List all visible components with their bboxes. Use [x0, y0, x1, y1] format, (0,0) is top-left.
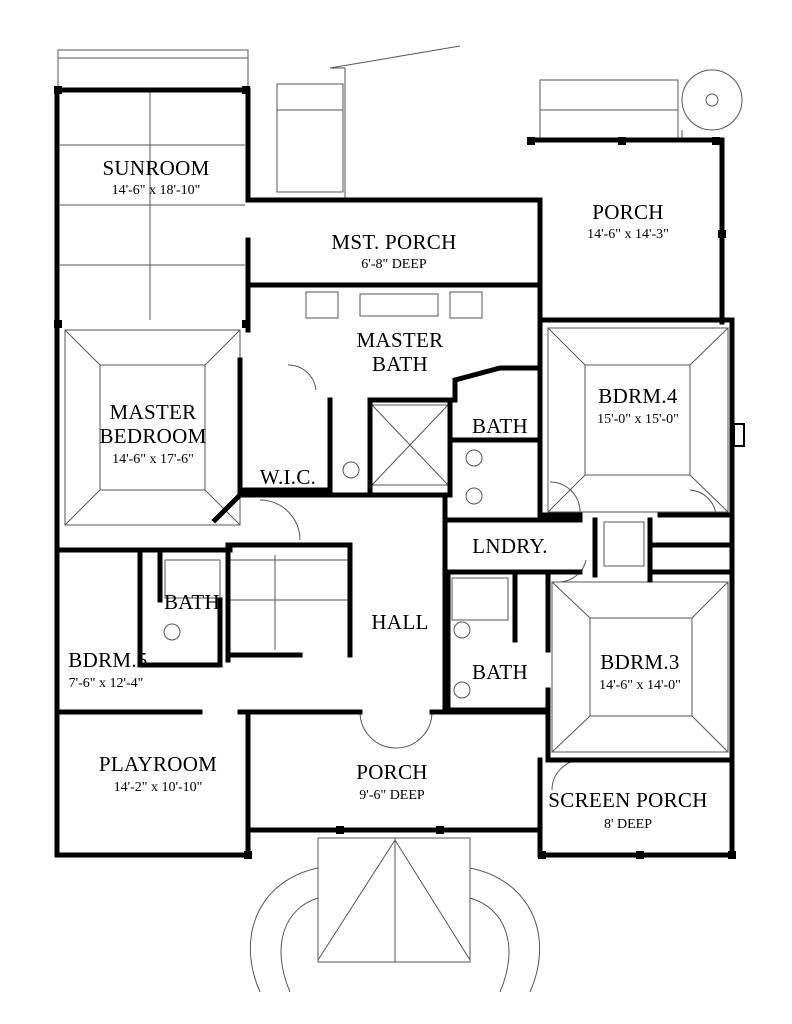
room-name-hall: HALL [371, 610, 429, 634]
posts [54, 86, 745, 859]
room-name-wic: W.I.C. [259, 465, 317, 489]
room-name-porch-top: PORCH [592, 200, 664, 224]
room-name-mst-porch: MST. PORCH [331, 230, 457, 254]
room-dims-bdrm4: 15'-0" x 15'-0" [597, 412, 679, 427]
room-name-master-bedroom-2: BEDROOM [99, 424, 207, 448]
room-name-lndry: LNDRY. [472, 534, 548, 558]
room-name-bath-left: BATH [163, 590, 221, 614]
room-dims-porch-front: 9'-6" DEEP [359, 788, 425, 803]
room-dims-playroom: 14'-2" x 10'-10" [113, 780, 203, 795]
room-name-playroom: PLAYROOM [98, 752, 218, 776]
room-name-bath-lower: BATH [471, 660, 529, 684]
room-dims-screen-porch: 8' DEEP [603, 817, 653, 832]
room-name-master-bedroom-1: MASTER [109, 400, 197, 424]
room-name-master-bath-1: MASTER [356, 328, 444, 352]
room-name-bdrm3: BDRM.3 [600, 650, 680, 674]
room-dims-master-bedroom: 14'-6" x 17'-6" [112, 452, 194, 467]
room-dims-mst-porch: 6'-8" DEEP [361, 257, 427, 272]
room-dims-bdrm3: 14'-6" x 14'-0" [599, 678, 681, 693]
room-dims-sunroom: 14'-6" x 18'-10" [111, 183, 201, 198]
room-dims-porch-top: 14'-6" x 14'-3" [587, 227, 669, 242]
room-name-bath-center: BATH [471, 414, 529, 438]
room-name-master-bath-2: BATH [371, 352, 429, 376]
room-name-bdrm5: BDRM.5 [68, 648, 148, 672]
room-name-screen-porch: SCREEN PORCH [548, 788, 708, 812]
room-name-sunroom: SUNROOM [102, 156, 210, 180]
exterior-details [57, 45, 743, 993]
room-dims-bdrm5: 7'-6" x 12'-4" [68, 676, 144, 691]
room-name-porch-front: PORCH [356, 760, 428, 784]
room-name-bdrm4: BDRM.4 [598, 384, 678, 408]
